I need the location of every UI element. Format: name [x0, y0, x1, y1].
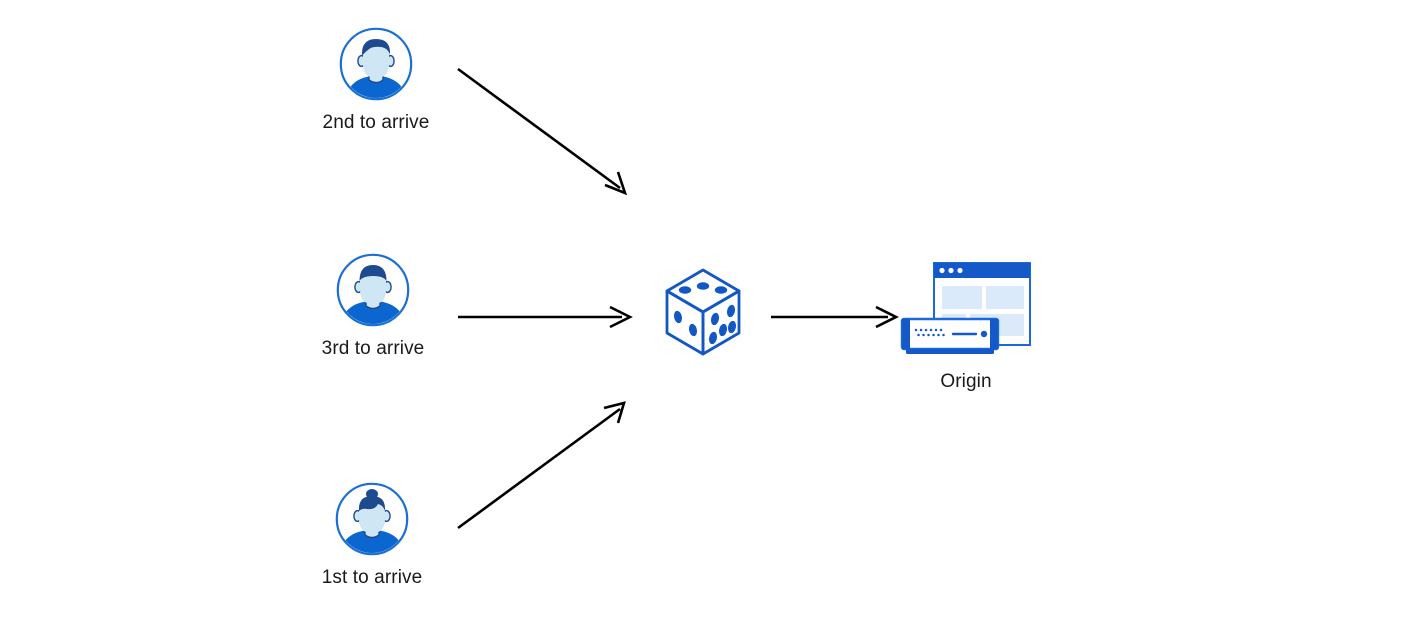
origin-server-icon	[896, 255, 1036, 367]
node-origin[interactable]: Origin	[896, 255, 1036, 393]
user-avatar-icon	[338, 26, 414, 102]
node-randomizer[interactable]	[655, 262, 751, 366]
dice-icon	[655, 262, 751, 366]
node-label: 1st to arrive	[321, 567, 423, 588]
node-label: 3rd to arrive	[321, 338, 425, 359]
node-client-2nd[interactable]: 2nd to arrive	[306, 26, 446, 134]
node-client-3rd[interactable]: 3rd to arrive	[303, 252, 443, 360]
arrow-dice-to-origin	[771, 305, 899, 329]
node-client-1st[interactable]: 1st to arrive	[302, 481, 442, 589]
node-label: Origin	[940, 371, 992, 392]
user-avatar-icon	[335, 252, 411, 328]
arrow-3rd-to-dice	[458, 305, 633, 329]
arrow-2nd-to-dice	[457, 67, 628, 196]
server-device	[900, 317, 1000, 354]
node-label: 2nd to arrive	[322, 112, 430, 133]
user-avatar-icon	[334, 481, 410, 557]
arrow-1st-to-dice	[457, 401, 626, 530]
